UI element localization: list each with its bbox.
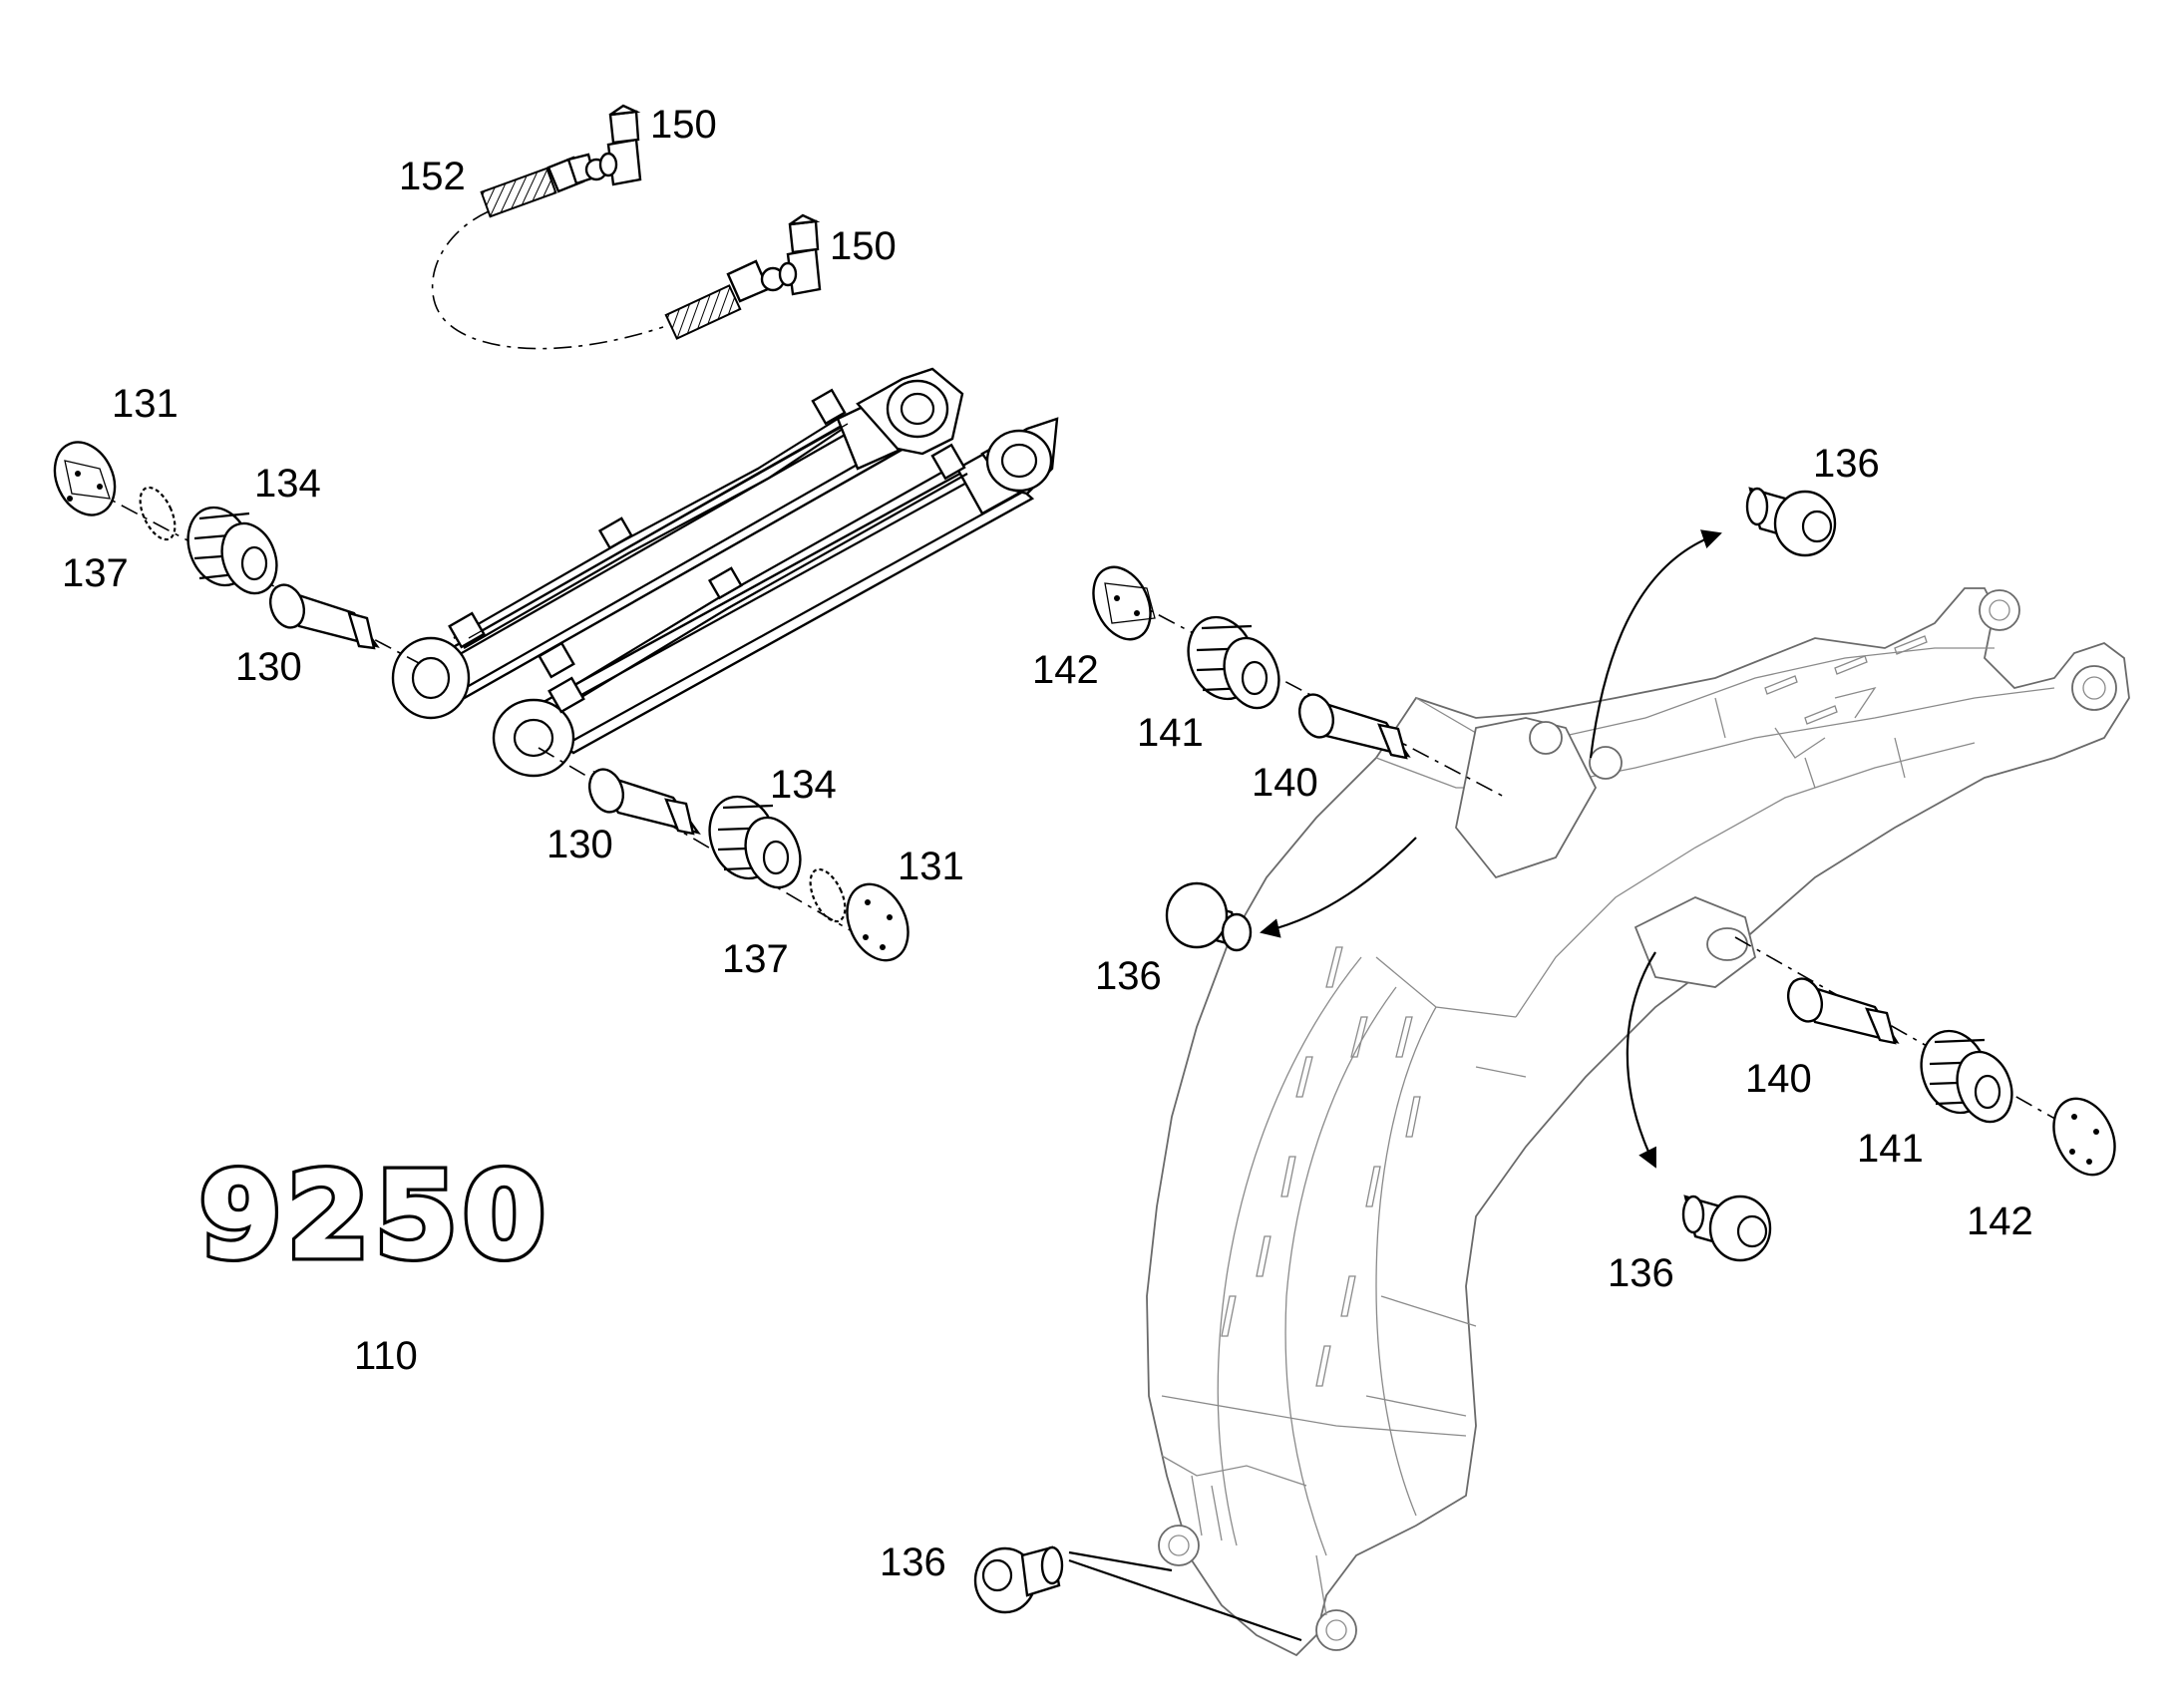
pin-group-right-upper	[1092, 565, 1507, 799]
callout-134: 134	[254, 462, 321, 506]
grease-cap-upper-right	[1589, 487, 1837, 759]
callout-130: 130	[235, 645, 302, 689]
hose-dashed-line	[431, 210, 664, 350]
callout-labels: 150 152 150 131 134 137 130 130 134 131 …	[62, 103, 2033, 1584]
grease-cap-bottom	[973, 1545, 1302, 1642]
model-logo-text: 9250	[199, 1147, 550, 1284]
group-number-label: 110	[354, 1334, 418, 1378]
callout-141: 141	[1857, 1127, 1924, 1171]
grease-cap-mid-left	[1165, 837, 1417, 952]
callout-131: 131	[898, 845, 964, 888]
callout-141: 141	[1137, 711, 1204, 755]
callout-142: 142	[1032, 648, 1099, 692]
callout-150: 150	[650, 103, 717, 147]
callout-152: 152	[399, 155, 466, 198]
callout-142: 142	[1967, 1199, 2033, 1243]
callout-131: 131	[112, 382, 179, 426]
model-logo: 9250 9250	[195, 1143, 550, 1289]
pin-group-left-lower	[538, 747, 909, 962]
boom-assembly	[1146, 587, 2130, 1657]
callout-130: 130	[546, 823, 613, 866]
grease-cap-mid-right	[1626, 951, 1772, 1262]
callout-150: 150	[830, 224, 897, 268]
callout-137: 137	[722, 937, 789, 981]
hose-fittings	[431, 104, 822, 350]
callout-140: 140	[1252, 761, 1318, 805]
svg-text:9250: 9250	[199, 1147, 550, 1284]
callout-134: 134	[770, 763, 837, 807]
boom-cylinder-upper	[391, 367, 964, 720]
callout-136: 136	[1608, 1251, 1674, 1295]
callout-136: 136	[1095, 954, 1162, 998]
callout-136: 136	[880, 1540, 946, 1584]
callout-137: 137	[62, 551, 129, 595]
pin-group-left-upper	[53, 441, 420, 664]
callout-136: 136	[1813, 442, 1880, 486]
callout-140: 140	[1745, 1057, 1812, 1101]
pin-group-right-lower	[1734, 936, 2116, 1177]
